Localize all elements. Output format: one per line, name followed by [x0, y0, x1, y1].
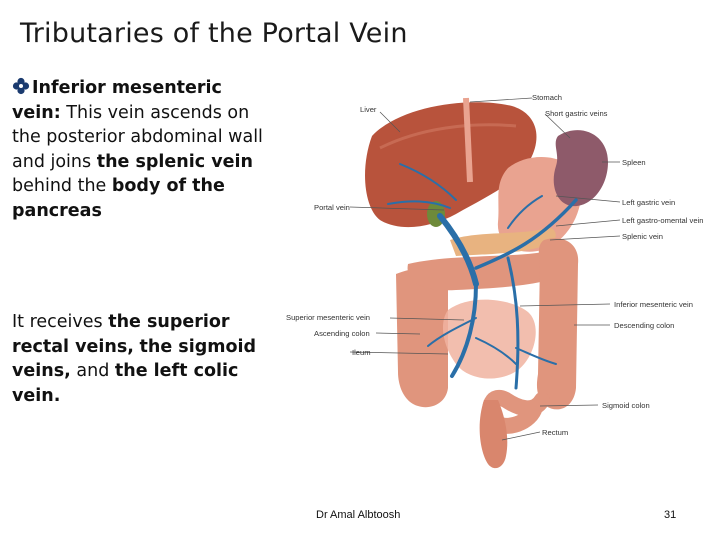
text-segment: behind the — [12, 176, 112, 196]
label-splenic-vein: Splenic vein — [622, 232, 663, 241]
label-descending-colon: Descending colon — [614, 321, 674, 330]
label-superior-mesenteric-vein: Superior mesenteric vein — [286, 313, 370, 322]
ascending-colon-illustration — [396, 268, 448, 408]
term-splenic-vein: the splenic vein — [96, 151, 253, 172]
label-spleen: Spleen — [622, 158, 646, 167]
text-segment: This vein ascends on the posterior abdom… — [12, 102, 263, 172]
pancreas-illustration — [450, 227, 556, 256]
term-body-of-pancreas: body of the pancreas — [12, 176, 225, 221]
term-inferior-mesenteric-vein: Inferior mesenteric vein: — [12, 78, 222, 123]
transverse-colon-illustration — [407, 251, 572, 291]
term-left-colic-vein: the left colic vein. — [12, 361, 239, 406]
portal-vein-line — [437, 213, 479, 287]
slide-title: Tributaries of the Portal Vein — [20, 18, 408, 49]
label-stomach: Stomach — [532, 93, 562, 102]
label-inferior-mesenteric-vein: Inferior mesenteric vein — [614, 300, 693, 309]
rectum-illustration — [479, 400, 508, 469]
paragraph-inferior-mesenteric: Inferior mesenteric vein: This vein asce… — [12, 76, 274, 223]
spleen-illustration — [553, 130, 608, 207]
descending-colon-illustration — [536, 238, 579, 410]
ileum-illustration — [442, 299, 536, 379]
inferior-mesenteric-vein-line — [506, 256, 520, 390]
venous-system — [387, 163, 578, 390]
label-short-gastric-veins: Short gastric veins — [545, 109, 608, 118]
text-segment: and — [70, 361, 115, 381]
text-segment: It receives — [12, 312, 109, 332]
label-left-gastro-omental-vein: Left gastro-omental vein — [622, 216, 703, 225]
label-sigmoid-colon: Sigmoid colon — [602, 401, 650, 410]
term-superior-rectal-veins: the superior rectal veins, — [12, 312, 230, 357]
diamond-bullet-icon — [12, 77, 30, 95]
label-liver: Liver — [360, 105, 377, 114]
leader-lines — [349, 97, 621, 441]
footer-page-number: 31 — [664, 509, 677, 521]
label-rectum: Rectum — [542, 428, 568, 437]
paragraph-receives: It receives the superior rectal veins, t… — [12, 310, 274, 408]
label-left-gastric-vein: Left gastric vein — [622, 198, 675, 207]
liver-illustration — [365, 102, 537, 228]
superior-mesenteric-vein-line — [450, 282, 478, 378]
label-portal-vein: Portal vein — [314, 203, 350, 212]
label-ileum: Ileum — [352, 348, 371, 357]
splenic-vein-line — [474, 198, 578, 270]
label-ascending-colon: Ascending colon — [314, 329, 370, 338]
term-sigmoid-veins: the sigmoid veins, — [12, 336, 257, 382]
portal-vein-anatomy-figure: Stomach Liver Short gastric veins Spleen… — [286, 93, 703, 469]
footer-author: Dr Amal Albtoosh — [316, 509, 401, 521]
